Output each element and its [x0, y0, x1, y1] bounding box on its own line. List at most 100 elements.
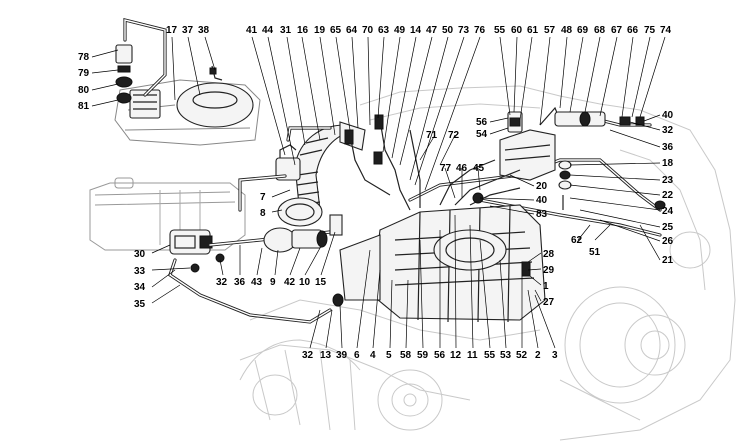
callout-72: 72	[448, 130, 460, 141]
callout-3: 3	[552, 350, 558, 361]
callout-80: 80	[78, 85, 90, 96]
callout-32-upper: 32	[662, 125, 674, 136]
callout-5: 5	[386, 350, 392, 361]
callout-41: 41	[246, 25, 258, 36]
air-intake-hose	[275, 121, 366, 227]
callout-12: 12	[450, 350, 462, 361]
callout-29: 29	[543, 265, 555, 276]
callout-74: 74	[660, 25, 672, 36]
callout-28: 28	[543, 249, 555, 260]
callout-71: 71	[426, 130, 438, 141]
callout-25: 25	[662, 222, 674, 233]
callout-11: 11	[467, 350, 478, 361]
callout-60: 60	[511, 25, 523, 36]
callout-59: 59	[417, 350, 429, 361]
callout-55-bottom: 55	[484, 350, 496, 361]
injection-distributor-inset	[114, 65, 261, 146]
callout-48: 48	[561, 25, 573, 36]
callout-10: 10	[299, 277, 311, 288]
callout-23: 23	[662, 175, 674, 186]
callout-69: 69	[577, 25, 589, 36]
callout-81: 81	[78, 101, 90, 112]
callout-32-bottom: 32	[302, 350, 314, 361]
callout-36-left: 36	[234, 277, 246, 288]
callout-75: 75	[644, 25, 656, 36]
callout-9: 9	[270, 277, 276, 288]
callout-76: 76	[474, 25, 486, 36]
callout-65: 65	[330, 25, 342, 36]
callout-70: 70	[362, 25, 374, 36]
callout-31: 31	[280, 25, 292, 36]
callout-62: 62	[571, 235, 583, 246]
callout-54: 54	[476, 129, 488, 140]
callout-68: 68	[594, 25, 606, 36]
callout-37: 37	[182, 25, 194, 36]
callout-53: 53	[500, 350, 512, 361]
callout-13: 13	[320, 350, 332, 361]
callout-47: 47	[426, 25, 438, 36]
callout-79: 79	[78, 68, 90, 79]
callout-77: 77	[440, 163, 452, 174]
callout-78: 78	[78, 52, 90, 63]
callout-56-bottom: 56	[434, 350, 446, 361]
callout-22: 22	[662, 190, 674, 201]
callout-15: 15	[315, 277, 327, 288]
leader-lines	[91, 36, 666, 349]
callout-46: 46	[456, 163, 468, 174]
callout-14: 14	[410, 25, 422, 36]
intake-manifold	[339, 204, 546, 323]
callout-20: 20	[536, 181, 548, 192]
callout-52: 52	[516, 350, 528, 361]
fuel-distributor	[499, 106, 645, 181]
callout-67: 67	[611, 25, 623, 36]
callout-34: 34	[134, 282, 146, 293]
fuel-pump	[169, 229, 213, 255]
callout-18: 18	[662, 158, 674, 169]
callout-58: 58	[400, 350, 412, 361]
callout-33: 33	[134, 266, 146, 277]
callout-61: 61	[527, 25, 539, 36]
callout-32-left: 32	[216, 277, 228, 288]
callout-21: 21	[662, 255, 674, 266]
callout-44: 44	[262, 25, 274, 36]
callout-35: 35	[134, 299, 146, 310]
callout-63: 63	[378, 25, 390, 36]
callout-19: 19	[314, 25, 326, 36]
callout-27: 27	[543, 297, 555, 308]
callout-16: 16	[297, 25, 309, 36]
callout-50: 50	[442, 25, 454, 36]
engine-block-outline	[239, 85, 736, 441]
callout-4: 4	[370, 350, 376, 361]
callout-24: 24	[662, 206, 674, 217]
callout-39: 39	[336, 350, 348, 361]
callout-83: 83	[536, 209, 548, 220]
callout-40-lower: 40	[536, 195, 548, 206]
callout-38: 38	[198, 25, 210, 36]
callout-36-upper: 36	[662, 142, 674, 153]
callout-2: 2	[535, 350, 541, 361]
callout-51: 51	[589, 247, 601, 258]
callout-56-upper: 56	[476, 117, 488, 128]
callout-49: 49	[394, 25, 406, 36]
fuel-tank	[89, 177, 246, 251]
callout-66: 66	[627, 25, 639, 36]
callout-26: 26	[662, 236, 674, 247]
callout-73: 73	[458, 25, 470, 36]
injector-assembly	[115, 17, 167, 104]
callout-57: 57	[544, 25, 556, 36]
callout-43: 43	[251, 277, 263, 288]
throttle-valve	[263, 214, 343, 253]
callout-1: 1	[543, 281, 549, 292]
callout-55-top: 55	[494, 25, 506, 36]
callout-7: 7	[260, 192, 266, 203]
callout-42: 42	[284, 277, 296, 288]
callout-6: 6	[354, 350, 360, 361]
callout-64: 64	[346, 25, 358, 36]
callout-17: 17	[166, 25, 178, 36]
callout-40-upper: 40	[662, 110, 674, 121]
callout-45: 45	[473, 163, 485, 174]
callout-8: 8	[260, 208, 266, 219]
callout-30: 30	[134, 249, 146, 260]
callout-labels: 78 79 80 81 17 37 38 41 44 31 16 19 65 6…	[78, 25, 674, 361]
